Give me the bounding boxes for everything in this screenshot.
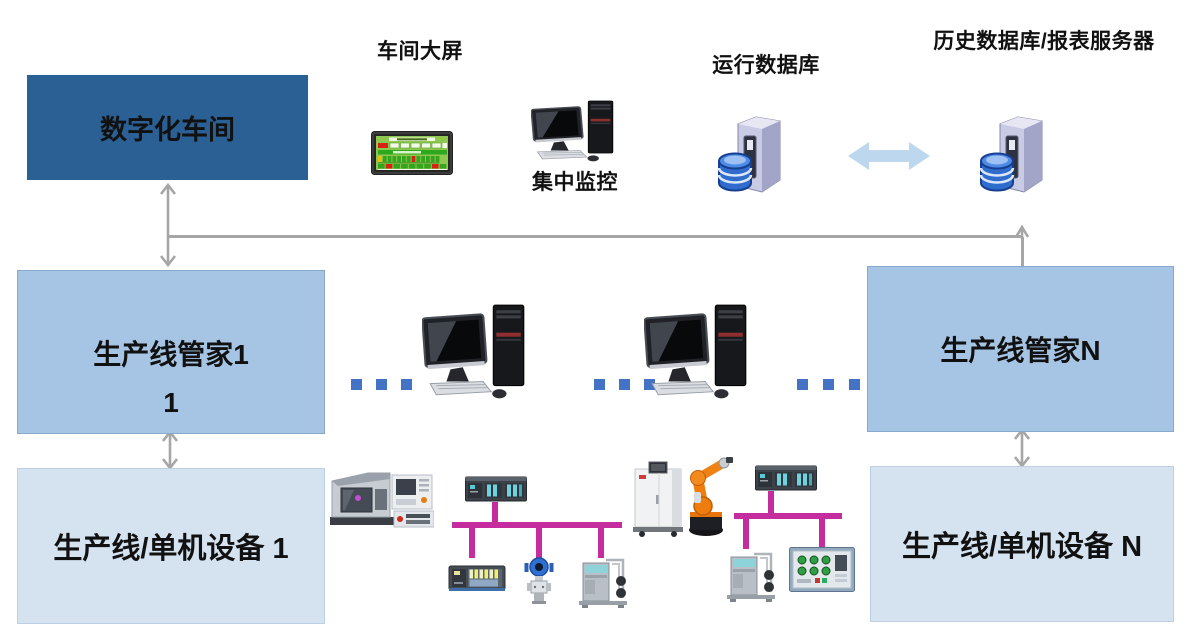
double-arrow-manager1-equipment1-icon: [161, 430, 179, 470]
label-runtime-database: 运行数据库: [712, 54, 820, 77]
fieldbus-trunk: [734, 513, 842, 519]
ellipsis-dot: [376, 379, 387, 390]
database-sync-double-arrow-icon: [848, 142, 930, 170]
pressure-transmitter-icon: [524, 557, 554, 605]
node-line-manager-n-label: 生产线管家N: [940, 335, 1101, 366]
ellipsis-dot: [351, 379, 362, 390]
node-digital-workshop-label: 数字化车间: [100, 115, 235, 145]
connector-right-vertical: [1021, 237, 1024, 267]
monitoring-computer-icon: [531, 99, 621, 163]
ellipsis-dot: [401, 379, 412, 390]
fieldbus-drop: [819, 517, 825, 548]
cnc-machine-icon: [328, 467, 434, 531]
industrial-robot-arm-icon: [676, 454, 734, 538]
io-module-rack-icon: [448, 560, 506, 596]
label-central-monitoring: 集中监控: [532, 171, 618, 194]
runtime-database-server-icon: [714, 112, 789, 199]
ellipsis-dot: [619, 379, 630, 390]
ellipsis-dot: [823, 379, 834, 390]
double-arrow-managerN-equipmentN-icon: [1013, 428, 1031, 468]
plc-controller-icon: [755, 464, 817, 492]
ellipsis-dot: [797, 379, 808, 390]
node-line-manager-1-sublabel: 1: [163, 387, 179, 418]
process-skid-unit-icon: [576, 553, 630, 611]
node-line-manager-1-label: 生产线管家1: [93, 339, 249, 370]
production-line-computer-icon: [422, 302, 534, 401]
process-skid-unit-icon: [724, 547, 778, 605]
production-line-computer-icon: [644, 302, 756, 401]
label-big-screen: 车间大屏: [377, 40, 463, 63]
node-equipment-1-label: 生产线/单机设备 1: [53, 533, 289, 565]
arrowhead-up-right-icon: [1014, 224, 1030, 239]
plc-controller-icon: [465, 475, 527, 503]
ellipsis-dot: [594, 379, 605, 390]
node-line-manager-1: 生产线管家1 1: [17, 270, 325, 434]
ellipsis-dot: [849, 379, 860, 390]
fieldbus-drop: [469, 526, 475, 558]
fieldbus-drop: [743, 517, 749, 549]
node-equipment-n-label: 生产线/单机设备 N: [901, 531, 1143, 563]
fieldbus-trunk: [452, 522, 622, 528]
fieldbus-drop: [598, 526, 604, 558]
ellipsis-dot: [644, 379, 655, 390]
node-digital-workshop: 数字化车间: [27, 75, 308, 180]
hmi-control-panel-icon: [789, 547, 855, 592]
history-database-server-icon: [976, 112, 1051, 199]
bus-line-horizontal: [167, 235, 1023, 238]
label-history-database: 历史数据库/报表服务器: [933, 30, 1155, 53]
fieldbus-branch: [492, 502, 498, 524]
fieldbus-branch: [768, 491, 774, 515]
node-line-manager-n: 生产线管家N: [867, 266, 1174, 432]
double-arrow-workshop-manager1-icon: [159, 182, 177, 268]
node-equipment-n: 生产线/单机设备 N: [870, 466, 1174, 622]
node-equipment-1: 生产线/单机设备 1: [17, 468, 325, 624]
fieldbus-drop: [536, 526, 542, 558]
dashboard-screen-icon: [371, 131, 453, 175]
